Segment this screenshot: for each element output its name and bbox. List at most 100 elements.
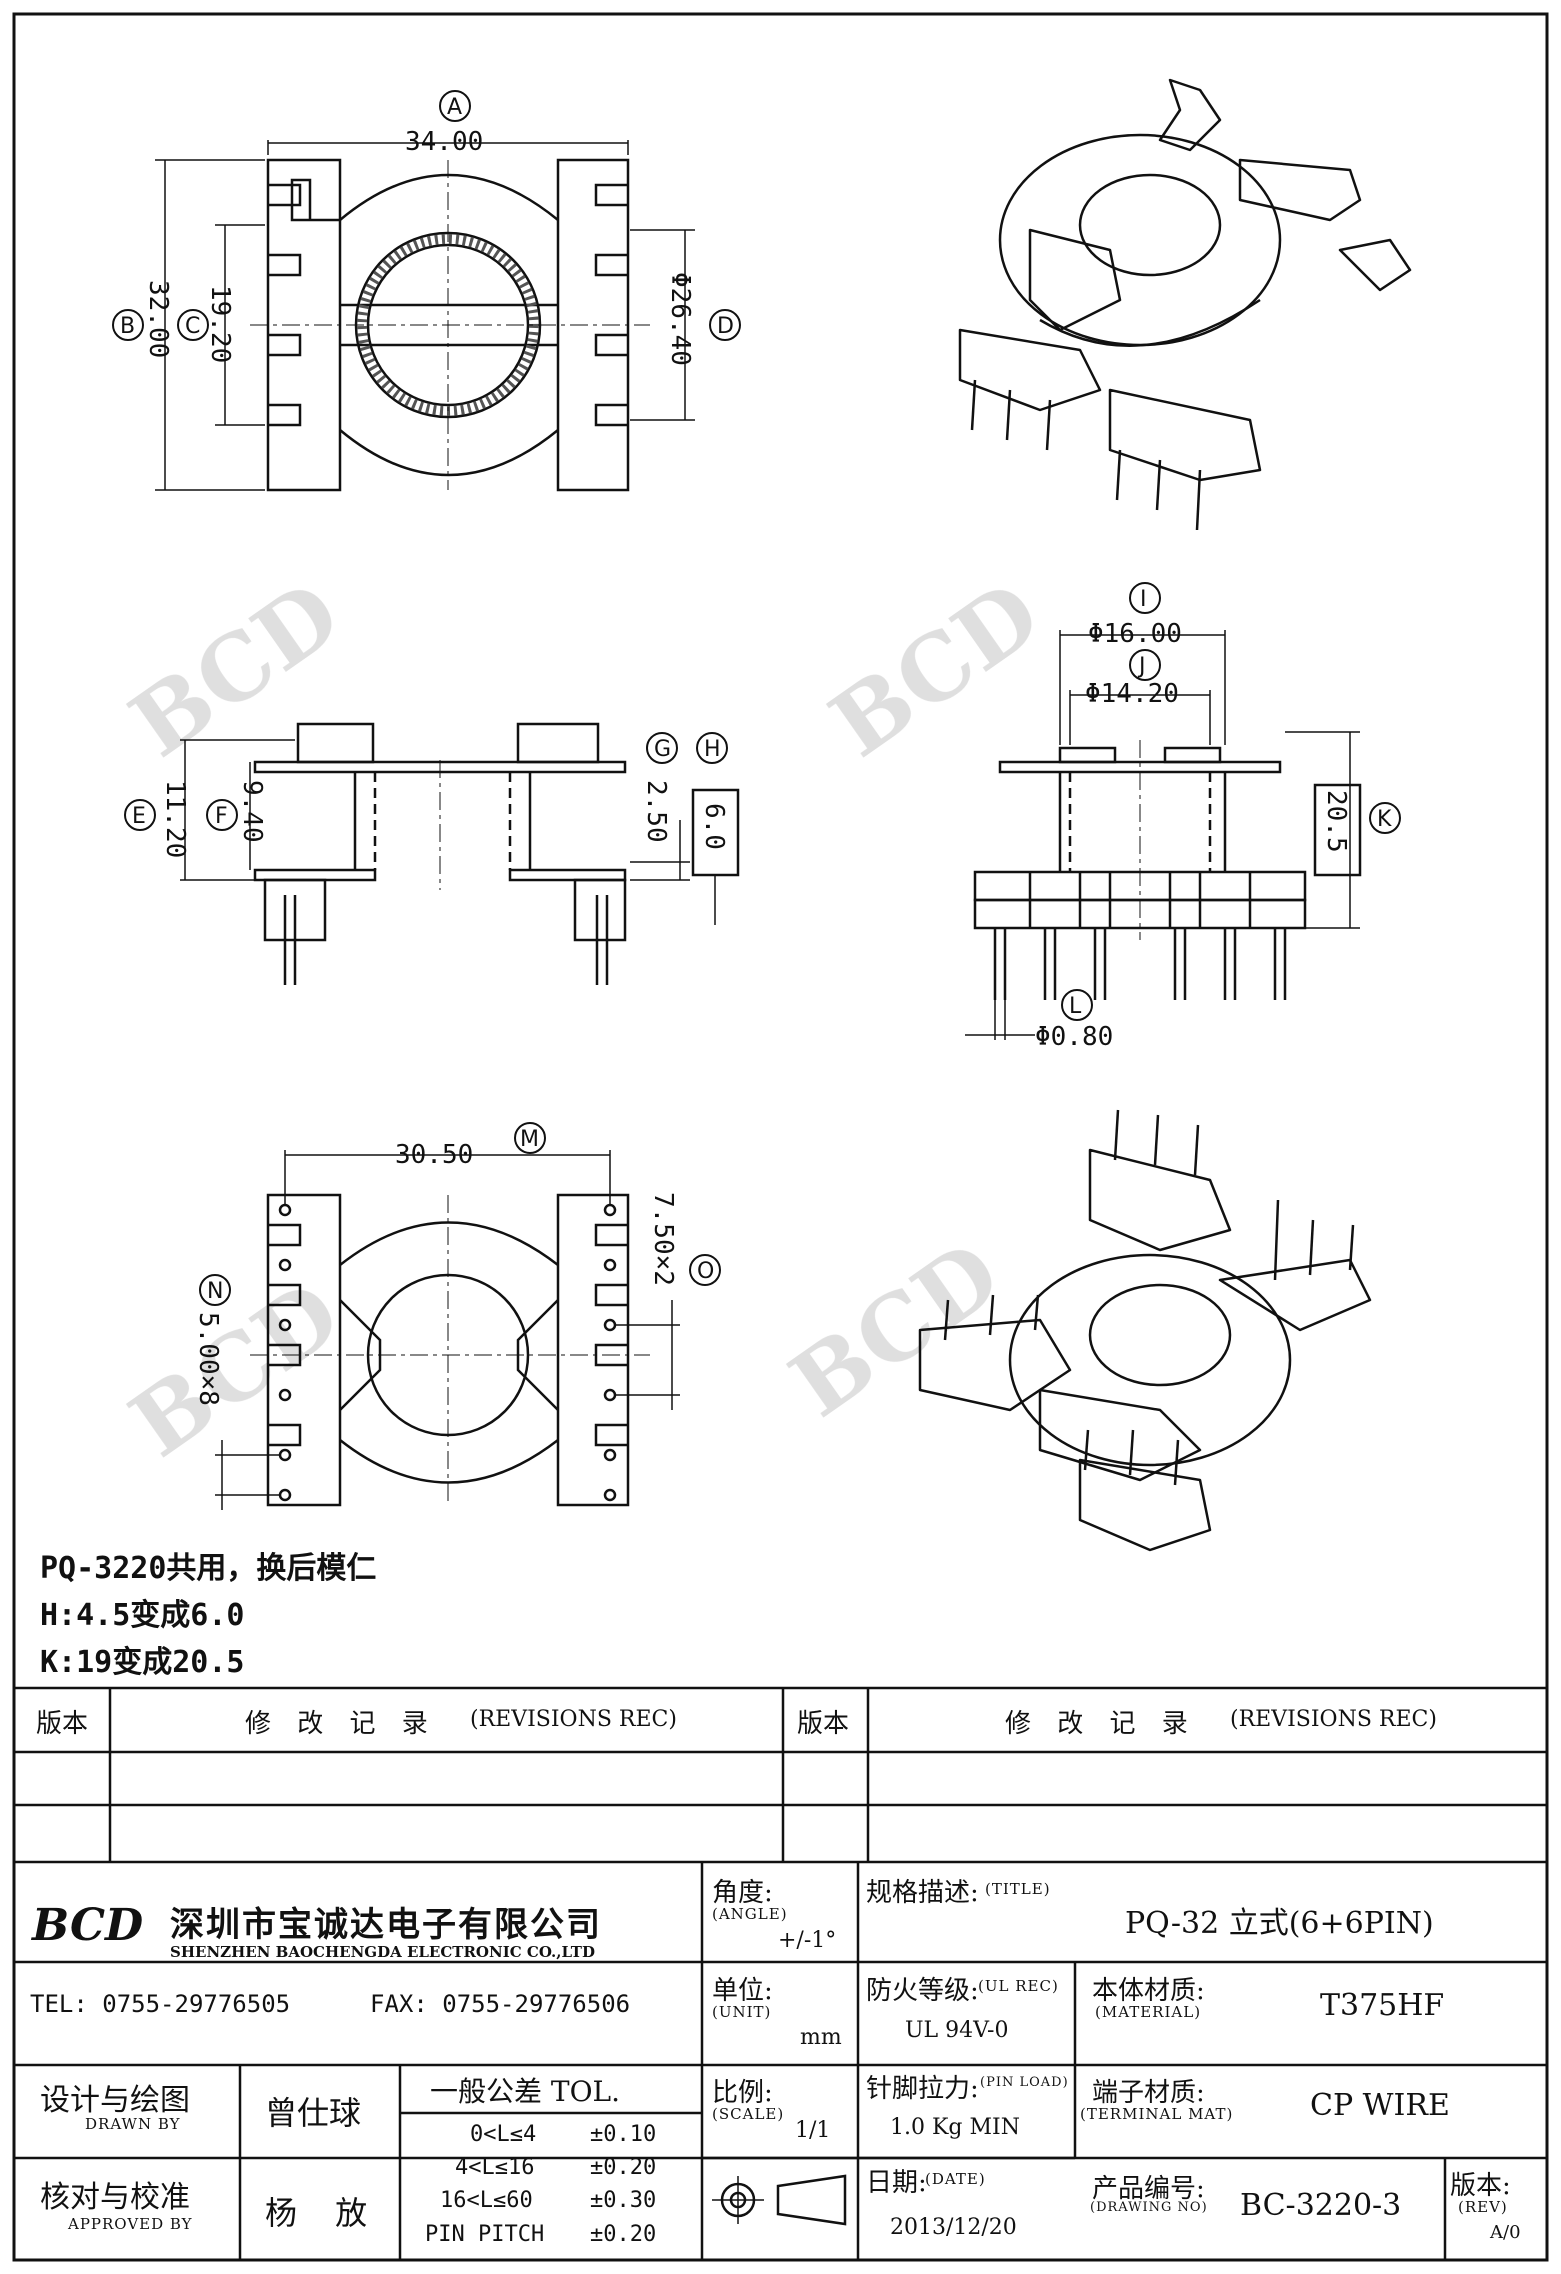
dim-value-i: Φ16.00 [1088, 619, 1182, 649]
material-label: 本体材质: [1092, 1976, 1205, 2006]
dim-value-g: 2.50 [641, 780, 671, 843]
tolerance-value-1: ±0.10 [590, 2122, 657, 2147]
dim-letter-c: C [185, 314, 200, 339]
drawing-no-label: 产品编号: [1092, 2174, 1205, 2204]
drawing-no-label-en: (DRAWING NO) [1090, 2200, 1208, 2215]
scale-label: 比例: [712, 2078, 773, 2108]
designer-name: 曾仕球 [265, 2094, 362, 2132]
company-name-cn: 深圳市宝诚达电子有限公司 [170, 1905, 602, 1945]
note-line-2: H:4.5变成6.0 [40, 1598, 245, 1633]
company-logo: BCD [32, 1900, 144, 1951]
dim-letter-o: O [697, 1259, 714, 1284]
scale-label-en: (SCALE) [712, 2105, 785, 2123]
company-name-en: SHENZHEN BAOCHENGDA ELECTRONIC CO.,LTD [170, 1943, 595, 1961]
terminal-label-en: (TERMINAL MAT) [1080, 2105, 1234, 2123]
iso-view-top [958, 78, 1412, 531]
dim-letter-d: D [717, 314, 734, 339]
dim-letter-m: M [520, 1127, 539, 1152]
bottom-view-labels: M 30.50 N 5.00×8 O 7.50×2 [193, 1122, 721, 1406]
dim-value-n: 5.00×8 [193, 1312, 223, 1406]
dim-letter-i: I [1140, 587, 1147, 612]
iso-view-bottom [918, 1109, 1372, 1552]
dim-letter-k: K [1377, 807, 1392, 832]
company-fax: FAX: 0755-29776506 [370, 1990, 631, 2018]
ul-label-en: (UL REC) [978, 1977, 1059, 1995]
side-view [180, 722, 740, 985]
designed-by-label-en: DRAWN BY [85, 2115, 181, 2133]
approved-by-label-en: APPROVED BY [68, 2215, 193, 2233]
date-label-en: (DATE) [925, 2170, 986, 2188]
pin-load-value: 1.0 Kg MIN [890, 2115, 1020, 2140]
tolerance-value-4: ±0.20 [590, 2222, 657, 2247]
company-tel: TEL: 0755-29776505 [30, 1990, 291, 2018]
dim-value-k: 20.5 [1321, 790, 1351, 853]
revision-title-en-right: (REVISIONS REC) [1230, 1707, 1437, 1732]
revision-version-header-left: 版本 [36, 1709, 89, 1739]
revision-title-right: 修 改 记 录 [1005, 1709, 1188, 1739]
svg-text:BCD: BCD [772, 1221, 1019, 1438]
dim-value-o: 7.50×2 [648, 1192, 678, 1286]
side-view-labels: E 11.20 F 9.40 G 2.50 H 6.0 [124, 732, 729, 858]
dim-letter-j: J [1137, 654, 1146, 679]
dim-value-h: 6.0 [699, 803, 729, 850]
angle-value: +/-1° [778, 1928, 837, 1953]
rev-label-en: (REV) [1458, 2198, 1508, 2216]
rev-value: A/0 [1490, 2222, 1521, 2243]
material-label-en: (MATERIAL) [1095, 2003, 1202, 2021]
rev-label: 版本: [1450, 2171, 1511, 2201]
front-view-labels: I Φ16.00 J Φ14.20 K 20.5 L Φ0.80 [1035, 582, 1401, 1052]
dim-value-e: 11.20 [160, 780, 190, 858]
unit-label: 单位: [712, 1976, 773, 2006]
tolerance-value-2: ±0.20 [590, 2155, 657, 2180]
svg-text:BCD: BCD [112, 1261, 359, 1478]
terminal-value: CP WIRE [1310, 2088, 1450, 2123]
watermark: BCD BCD BCD BCD [112, 561, 1059, 1478]
dim-letter-a: A [447, 95, 462, 120]
date-value: 2013/12/20 [890, 2215, 1017, 2240]
dim-value-c: 19.20 [205, 285, 235, 363]
svg-text:BCD: BCD [812, 561, 1059, 778]
pin-load-label-en: (PIN LOAD) [980, 2075, 1069, 2090]
designed-by-label: 设计与绘图 [40, 2083, 190, 2118]
drawing-no-value: BC-3220-3 [1240, 2188, 1402, 2223]
ul-value: UL 94V-0 [905, 2018, 1009, 2043]
scale-value: 1/1 [795, 2118, 831, 2143]
dim-letter-h: H [704, 737, 721, 762]
title-label: 规格描述: [866, 1878, 979, 1908]
dim-letter-n: N [207, 1279, 223, 1304]
dim-value-f: 9.40 [237, 780, 267, 843]
unit-value: mm [800, 2025, 842, 2050]
sheet-border [12, 12, 1549, 2262]
approved-by-label: 核对与校准 [40, 2180, 190, 2215]
angle-label-en: (ANGLE) [712, 1905, 788, 1923]
dim-letter-f: F [215, 804, 228, 829]
approver-name: 杨 放 [265, 2194, 368, 2232]
tolerance-range-1: 0<L≤4 [470, 2122, 537, 2147]
ul-label: 防火等级: [866, 1976, 979, 2006]
dim-letter-e: E [132, 804, 146, 829]
dim-value-a: 34.00 [405, 127, 483, 157]
tolerance-range-2: 4<L≤16 [455, 2155, 535, 2180]
top-view-labels: A 34.00 B 32.00 C 19.20 D Φ26.40 [112, 90, 741, 366]
note-line-1: PQ-3220共用，换后模仁 [40, 1551, 377, 1586]
bottom-view [215, 1150, 680, 1510]
front-view [965, 630, 1362, 1040]
tolerance-title: 一般公差 TOL. [430, 2075, 621, 2108]
table-grid [14, 1686, 1547, 2260]
revision-title-left: 修 改 记 录 [245, 1709, 428, 1739]
title-label-en: (TITLE) [985, 1880, 1051, 1898]
unit-label-en: (UNIT) [712, 2003, 772, 2021]
terminal-label: 端子材质: [1092, 2078, 1205, 2108]
note-line-3: K:19变成20.5 [40, 1645, 245, 1680]
dim-value-m: 30.50 [395, 1140, 473, 1170]
pin-load-label: 针脚拉力: [866, 2074, 979, 2104]
dim-letter-g: G [654, 737, 671, 762]
tolerance-range-4: PIN PITCH [425, 2222, 545, 2247]
dim-letter-l: L [1069, 994, 1082, 1019]
tolerance-range-3: 16<L≤60 [440, 2188, 533, 2213]
revision-title-en-left: (REVISIONS REC) [470, 1707, 677, 1732]
date-label: 日期: [866, 2168, 927, 2198]
dim-value-d: Φ26.40 [665, 272, 695, 366]
dim-value-j: Φ14.20 [1085, 679, 1179, 709]
